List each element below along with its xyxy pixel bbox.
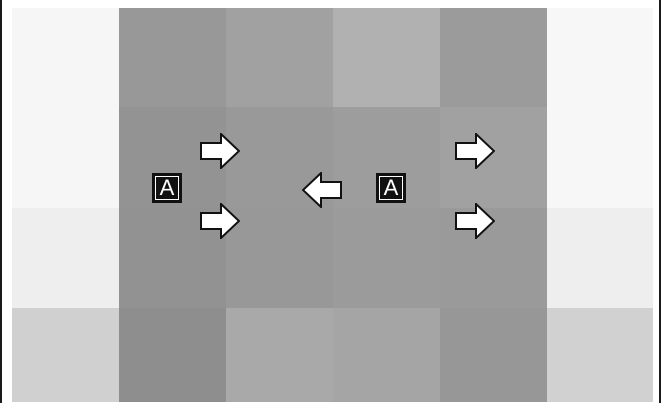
left-border <box>0 0 2 403</box>
grid-cell <box>119 8 226 107</box>
grid-cell <box>547 107 653 208</box>
marker-a-left-label: A <box>156 177 178 199</box>
grid-cell <box>119 308 226 402</box>
grid-cell <box>333 8 440 107</box>
grid-cell <box>547 8 653 107</box>
arrow-right-icon <box>455 203 495 239</box>
grid-cell <box>12 208 119 308</box>
grid-cell <box>226 208 333 308</box>
right-border <box>659 0 661 403</box>
grid-cell <box>12 8 119 107</box>
marker-a-left: A <box>152 173 182 203</box>
arrow-right-icon <box>455 133 495 169</box>
grid-cell <box>333 208 440 308</box>
grid-cell <box>547 208 653 308</box>
grid-cell <box>226 8 333 107</box>
arrow-right-icon <box>200 203 240 239</box>
grid-cell <box>12 308 119 402</box>
marker-a-right: A <box>376 173 406 203</box>
marker-a-right-label: A <box>380 177 402 199</box>
grid-cell <box>547 308 653 402</box>
grid-cell <box>12 107 119 208</box>
grid-cell <box>226 308 333 402</box>
tile-grid <box>12 8 653 402</box>
arrow-left-icon <box>302 172 342 208</box>
grid-cell <box>333 308 440 402</box>
arrow-right-icon <box>200 133 240 169</box>
grid-cell <box>440 308 547 402</box>
grid-cell <box>440 8 547 107</box>
